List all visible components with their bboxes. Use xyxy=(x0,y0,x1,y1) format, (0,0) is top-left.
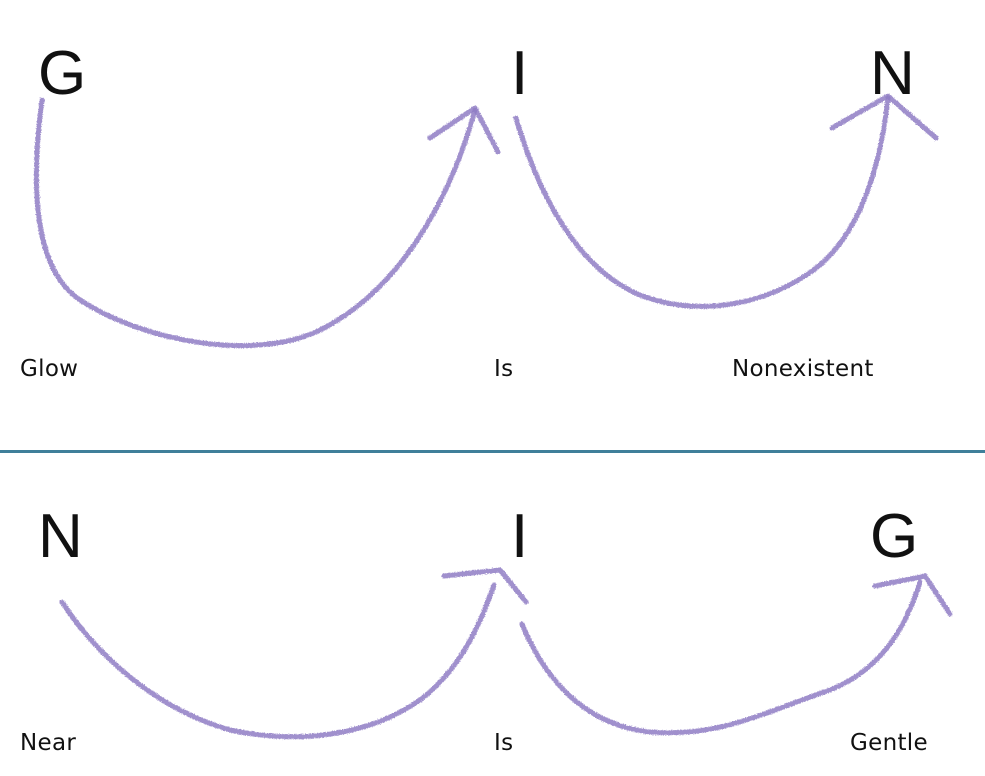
arrow-curve xyxy=(33,97,478,349)
top-word-2: Is xyxy=(494,356,514,382)
top-letter-1: G xyxy=(38,39,87,108)
top-word-1: Glow xyxy=(20,356,79,382)
top-letter-3: N xyxy=(870,39,915,108)
row-divider xyxy=(0,450,985,453)
top-letter-2: I xyxy=(511,39,529,108)
arrow-i-to-n-top xyxy=(513,93,939,309)
bottom-row-panel: N I G Near Is Gentle xyxy=(0,453,985,776)
arrow-curve xyxy=(59,582,497,740)
arrow-g-to-i-top xyxy=(33,97,501,349)
bottom-letter-3: G xyxy=(870,502,919,571)
arrow-curve xyxy=(519,579,923,736)
arrow-n-to-i-bottom xyxy=(59,567,529,740)
arrow-head xyxy=(872,573,953,617)
arrow-head xyxy=(427,105,501,155)
bottom-letter-1: N xyxy=(38,502,83,571)
arrow-i-to-g-bottom xyxy=(519,573,953,736)
top-word-3: Nonexistent xyxy=(732,356,874,382)
bottom-word-3: Gentle xyxy=(850,730,928,756)
arrow-head xyxy=(441,567,529,605)
arrow-curve xyxy=(513,95,891,309)
bottom-word-2: Is xyxy=(494,730,514,756)
top-row-panel: G I N Glow Is Nonexistent xyxy=(20,39,915,383)
arrow-head xyxy=(829,93,939,141)
bottom-letter-2: I xyxy=(511,502,529,571)
bottom-word-1: Near xyxy=(20,730,77,756)
